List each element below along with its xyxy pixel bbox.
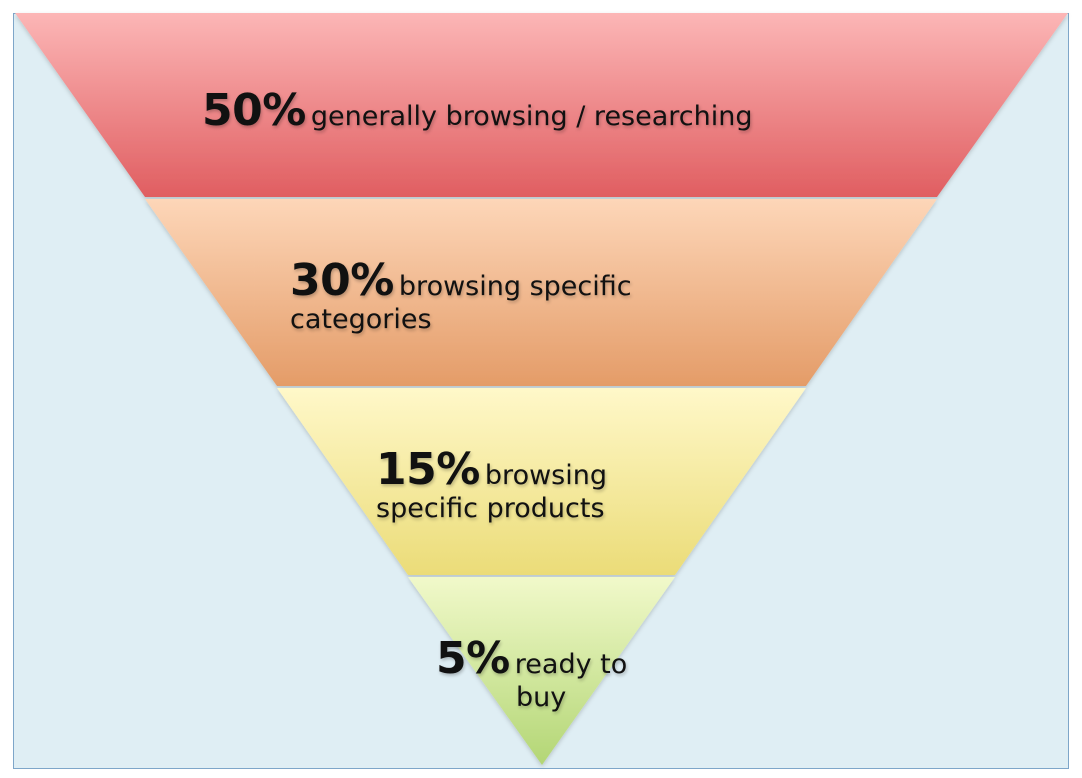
stage-percent: 30% <box>290 255 394 306</box>
stage-description-line2: buy <box>516 682 567 714</box>
stage-description: browsing specific categories <box>290 271 632 336</box>
funnel-stage-50 <box>15 13 1068 197</box>
stage-label-50: 50% generally browsing / researching <box>202 86 882 135</box>
stage-label-5: 5% ready to buy <box>436 634 666 714</box>
stage-percent: 50% <box>202 85 306 136</box>
stage-description: browsing specific products <box>376 460 607 525</box>
stage-label-15: 15% browsing specific products <box>376 445 666 525</box>
stage-description: ready to <box>514 649 628 680</box>
funnel-stage-15 <box>277 388 806 575</box>
stage-description: generally browsing / researching <box>310 101 753 132</box>
funnel-stage-5 <box>408 577 675 765</box>
stage-label-30: 30% browsing specific categories <box>290 256 710 336</box>
stage-percent: 15% <box>376 444 480 495</box>
funnel-stage-30 <box>145 199 937 386</box>
stage-percent: 5% <box>436 633 510 684</box>
